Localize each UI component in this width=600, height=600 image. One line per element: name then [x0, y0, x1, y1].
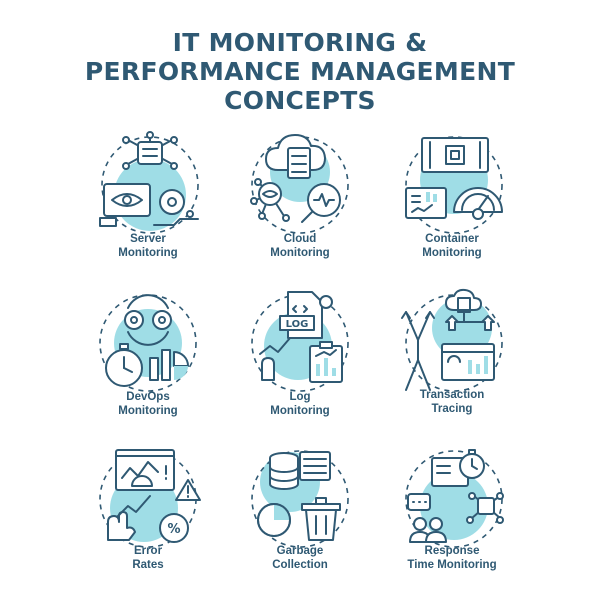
- response-time-monitoring-icon: [392, 444, 512, 554]
- log-file-label: LOG: [286, 319, 309, 330]
- garbage-collection-icon: [240, 444, 360, 554]
- title-line-1: IT MONITORING &: [172, 28, 428, 57]
- log-monitoring-icon: LOG: [240, 288, 360, 398]
- svg-text:%: %: [167, 522, 180, 537]
- transaction-tracing-icon: [392, 288, 512, 398]
- cloud-monitoring-icon: [240, 130, 360, 240]
- devops-monitoring-icon: [88, 288, 208, 398]
- container-monitoring-icon: [392, 130, 512, 240]
- page-title: IT MONITORING & PERFORMANCE MANAGEMENT C…: [0, 28, 600, 115]
- error-rates-icon: %: [88, 444, 208, 554]
- server-monitoring-icon: [88, 130, 208, 240]
- title-line-3: CONCEPTS: [224, 86, 376, 115]
- title-line-2: PERFORMANCE MANAGEMENT: [84, 57, 516, 86]
